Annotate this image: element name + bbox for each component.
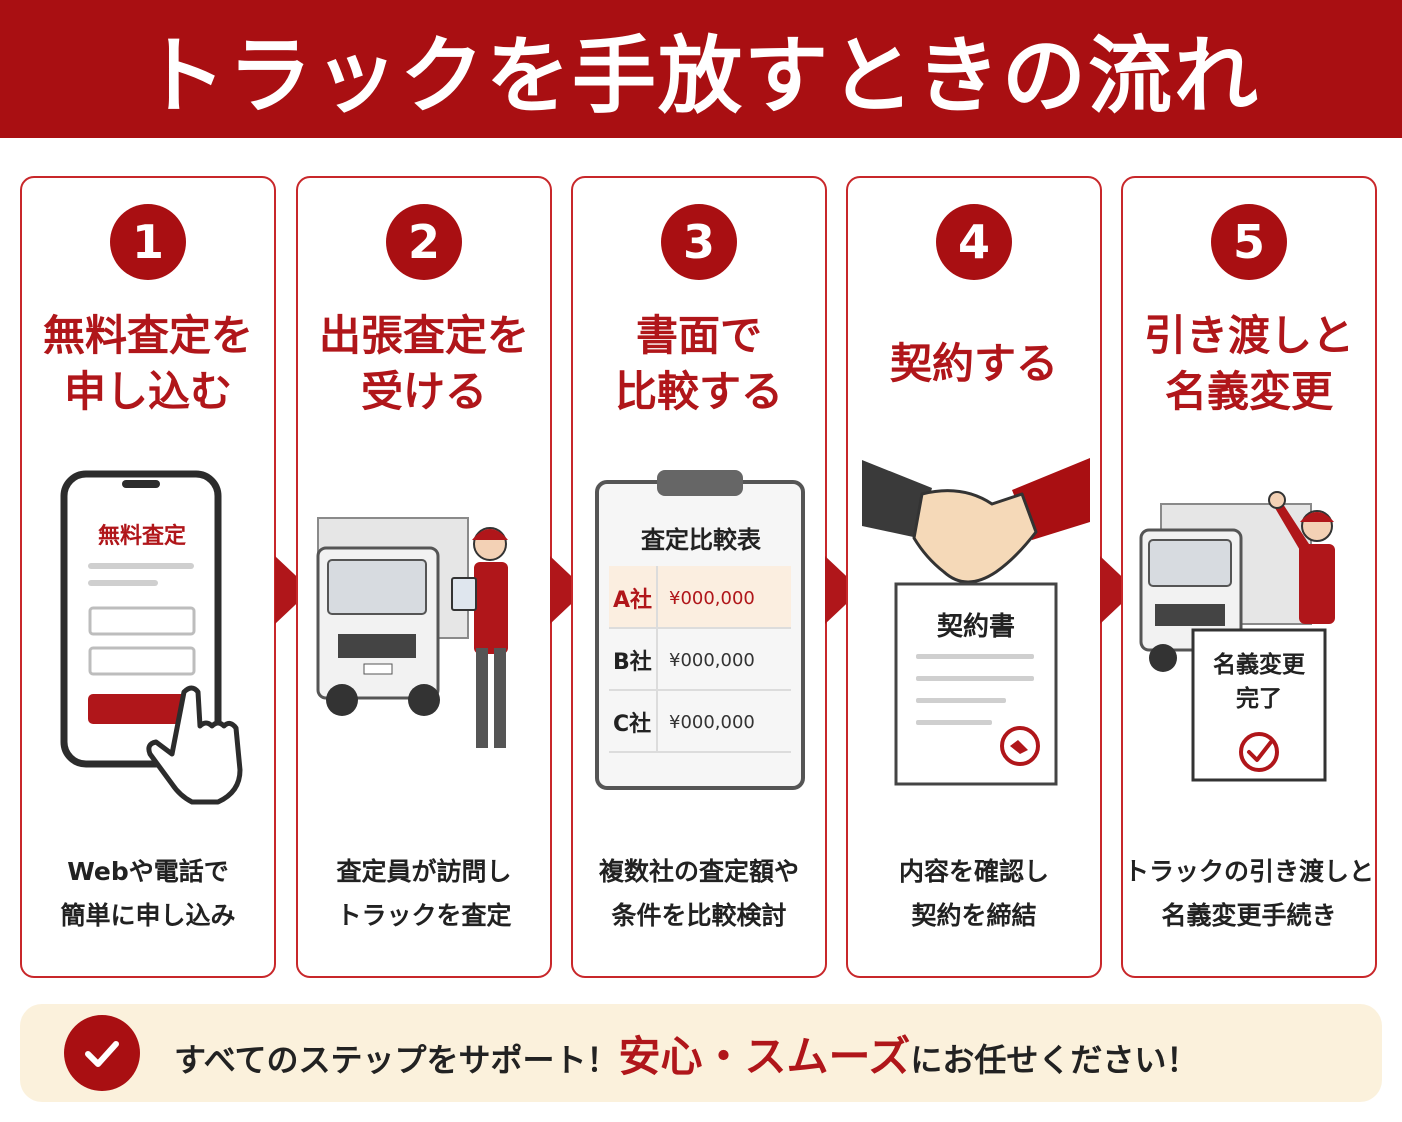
company-name: A社 [613,588,653,613]
step-title-line: 無料査定を [42,311,253,360]
truck-handover-icon: 名義変更 完了 [1137,448,1365,828]
clipboard-icon: 査定比較表 A社 ¥000,000 B社 ¥000,000 C社 ¥000,00… [587,448,815,828]
header-banner: トラックを手放すときの流れ [0,0,1402,138]
step-title-line: 名義変更 [1164,367,1333,416]
handshake-icon: 契約書 [862,448,1090,828]
company-name: B社 [613,650,652,675]
company-name: C社 [613,712,652,737]
comparison-row: A社 ¥000,000 [613,578,793,618]
step-description: 査定員が訪問し トラックを査定 [298,850,550,938]
truck-inspector-icon [312,448,540,828]
clipboard-title: 査定比較表 [641,526,761,554]
support-message: すべてのステップをサポート！安心・スムーズにお任せください！ [174,1023,1198,1084]
step-title: 書面で 比較する [573,304,825,424]
step-title-line: 書面で [635,311,762,360]
steps-row: 1 無料査定を 申し込む 無料査定 Webや電話で 簡単に申し込み 2 [20,176,1382,978]
quote-amount: ¥000,000 [669,649,755,671]
step-desc-line: 簡単に申し込み [60,901,236,930]
step-card-4: 4 契約する 契約書 内容を確認し 契約を締結 [846,176,1102,978]
step-title-line: 申し込む [63,367,232,416]
step-title-line: 引き渡しと [1143,311,1354,360]
step-number-badge: 3 [661,204,737,280]
comparison-row: B社 ¥000,000 [613,640,793,680]
step-title-line: 受ける [360,367,487,416]
step-desc-line: 契約を締結 [911,901,1037,930]
quote-amount: ¥000,000 [669,587,755,609]
support-banner: すべてのステップをサポート！安心・スムーズにお任せください！ [20,1004,1382,1102]
quote-amount: ¥000,000 [669,711,755,733]
sign-line: 完了 [1236,686,1282,712]
step-card-5: 5 引き渡しと 名義変更 名義変更 [1121,176,1377,978]
step-title-line: 出張査定を [318,311,529,360]
phone-screen-label: 無料査定 [97,524,186,549]
check-circle-icon [64,1015,140,1091]
step-desc-line: 条件を比較検討 [611,901,787,930]
step-title-line: 契約する [889,339,1058,388]
step-description: 内容を確認し 契約を締結 [848,850,1100,938]
step-desc-line: 複数社の査定額や [598,857,799,886]
page-title: トラックを手放すときの流れ [141,26,1260,125]
step-desc-line: 内容を確認し [898,857,1049,886]
step-desc-line: トラックを査定 [336,901,512,930]
step-desc-line: 査定員が訪問し [336,857,512,886]
step-description: Webや電話で 簡単に申し込み [22,850,274,938]
step-title: 契約する [848,304,1100,424]
step-desc-line: トラックの引き渡しと [1123,857,1374,886]
step-card-1: 1 無料査定を 申し込む 無料査定 Webや電話で 簡単に申し込み [20,176,276,978]
step-description: トラックの引き渡しと 名義変更手続き [1123,850,1375,938]
step-title: 引き渡しと 名義変更 [1123,304,1375,424]
step-number-badge: 5 [1211,204,1287,280]
step-description: 複数社の査定額や 条件を比較検討 [573,850,825,938]
support-text-before: すべてのステップをサポート！ [174,1040,619,1079]
comparison-row: C社 ¥000,000 [613,702,793,742]
sign-line: 名義変更 [1213,652,1305,678]
step-card-2: 2 出張査定を 受ける 査定員が訪問し [296,176,552,978]
step-desc-line: 名義変更手続き [1161,901,1337,930]
transfer-complete-sign: 名義変更 完了 [1193,648,1325,716]
step-desc-line: Webや電話で [67,857,229,886]
step-card-3: 3 書面で 比較する 査定比較表 A社 ¥000,000 B社 ¥000, [571,176,827,978]
step-title: 出張査定を 受ける [298,304,550,424]
step-number-badge: 4 [936,204,1012,280]
step-number-badge: 2 [386,204,462,280]
step-title-line: 比較する [614,367,783,416]
contract-doc-title: 契約書 [936,612,1015,642]
step-title: 無料査定を 申し込む [22,304,274,424]
step-number-badge: 1 [110,204,186,280]
support-highlight: 安心・スムーズ [618,1031,911,1081]
support-text-after: にお任せください！ [910,1040,1199,1079]
smartphone-icon: 無料査定 [36,448,264,828]
